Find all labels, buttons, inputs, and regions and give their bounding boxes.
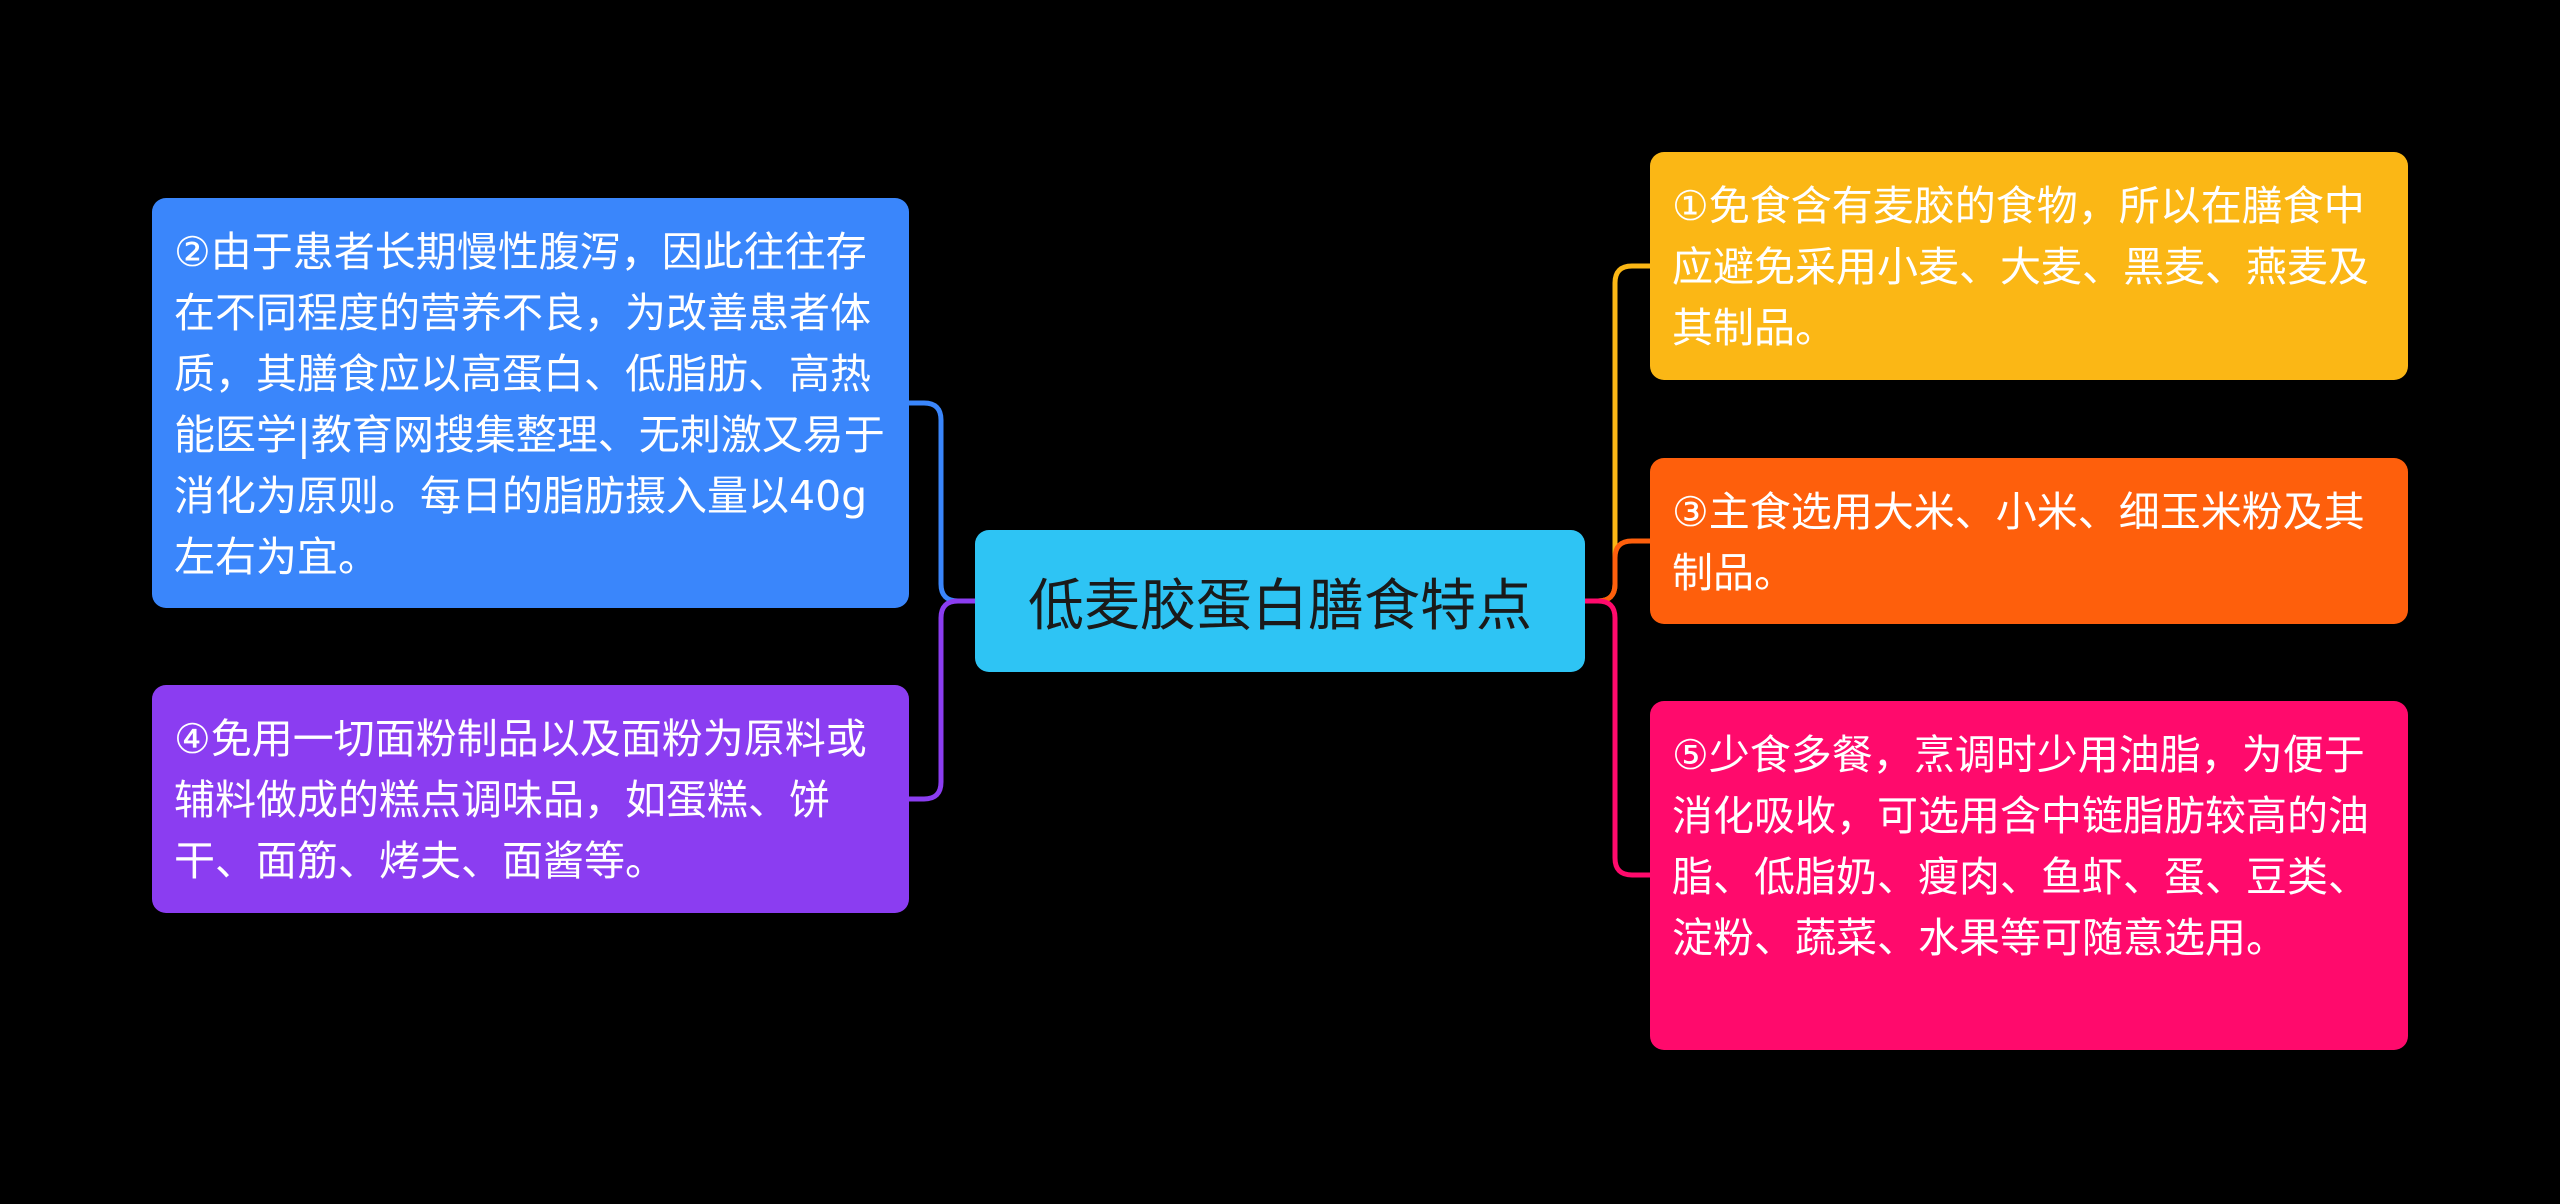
topic-node-1[interactable]: ①免食含有麦胶的食物，所以在膳食中应避免采用小麦、大麦、黑麦、燕麦及其制品。 [1650, 152, 2408, 380]
topic-node-4-text: ④免用一切面粉制品以及面粉为原料或辅料做成的糕点调味品，如蛋糕、饼干、面筋、烤夫… [174, 715, 867, 885]
topic-node-2[interactable]: ②由于患者长期慢性腹泻，因此往往存在不同程度的营养不良，为改善患者体质，其膳食应… [152, 198, 909, 608]
central-topic[interactable]: 低麦胶蛋白膳食特点 [975, 530, 1585, 672]
topic-node-2-text: ②由于患者长期慢性腹泻，因此往往存在不同程度的营养不良，为改善患者体质，其膳食应… [174, 228, 885, 581]
central-topic-label: 低麦胶蛋白膳食特点 [1028, 573, 1532, 639]
topic-node-1-text: ①免食含有麦胶的食物，所以在膳食中应避免采用小麦、大麦、黑麦、燕麦及其制品。 [1672, 182, 2369, 352]
connector-center-to-node-4 [909, 598, 975, 802]
topic-node-5[interactable]: ⑤少食多餐，烹调时少用油脂，为便于消化吸收，可选用含中链脂肪较高的油脂、低脂奶、… [1650, 701, 2408, 1050]
connector-center-to-node-5 [1585, 598, 1650, 878]
topic-node-4[interactable]: ④免用一切面粉制品以及面粉为原料或辅料做成的糕点调味品，如蛋糕、饼干、面筋、烤夫… [152, 685, 909, 913]
topic-node-3-text: ③主食选用大米、小米、细玉米粉及其制品。 [1672, 488, 2365, 597]
topic-node-3[interactable]: ③主食选用大米、小米、细玉米粉及其制品。 [1650, 458, 2408, 624]
topic-node-5-text: ⑤少食多餐，烹调时少用油脂，为便于消化吸收，可选用含中链脂肪较高的油脂、低脂奶、… [1672, 731, 2369, 962]
connector-center-to-node-2 [909, 400, 975, 604]
connector-center-to-node-3 [1585, 538, 1650, 604]
